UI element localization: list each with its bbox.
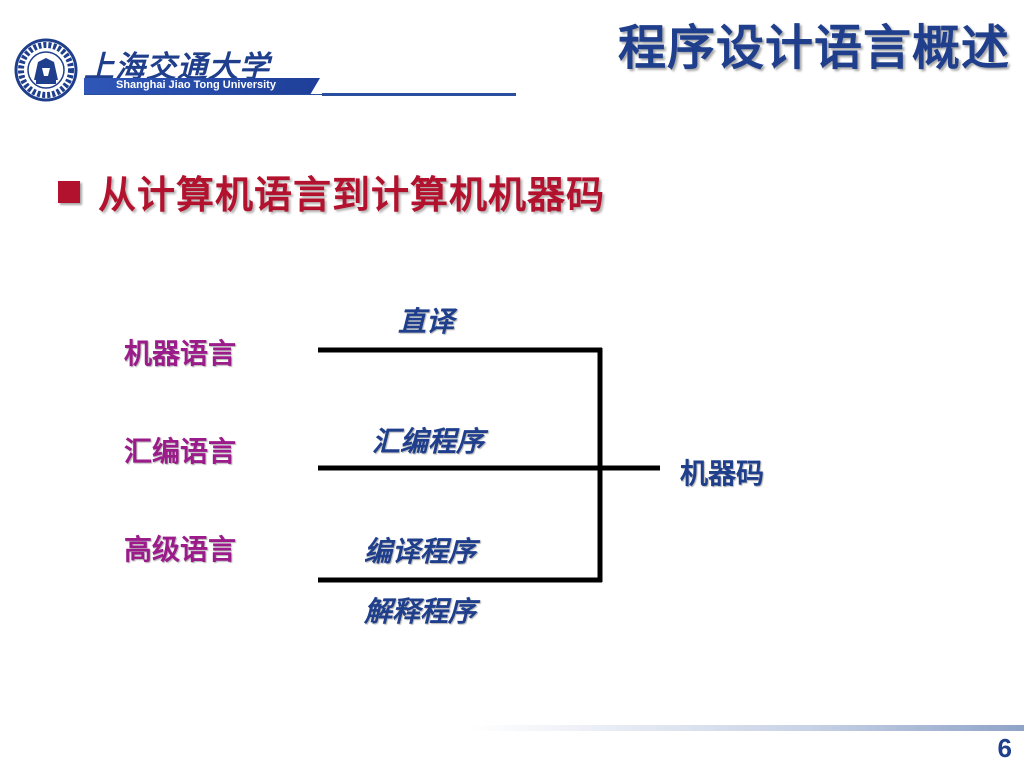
source-high-level-language: 高级语言 [124, 533, 237, 566]
university-name-bar [84, 78, 320, 94]
edge-label-compiler: 编译程序 [364, 535, 477, 568]
bullet-text: 从计算机语言到计算机机器码 [98, 173, 606, 217]
footer-bar [470, 725, 1024, 731]
page-title: 程序设计语言概述 [617, 20, 1010, 76]
source-assembly-language: 汇编语言 [124, 435, 237, 468]
target-machine-code: 机器码 [680, 457, 765, 490]
bullet-heading: 从计算机语言到计算机机器码 [58, 164, 605, 219]
edge-label-interpreter: 解释程序 [364, 595, 477, 628]
university-emblem-icon [14, 38, 78, 102]
edge-label-direct: 直译 [398, 305, 455, 338]
university-name-en: Shanghai Jiao Tong University [116, 79, 276, 91]
header-divider [84, 94, 516, 95]
edge-label-assembler: 汇编程序 [372, 425, 485, 458]
source-machine-language: 机器语言 [124, 337, 237, 370]
bullet-square-icon [58, 180, 80, 203]
page-number: 6 [997, 733, 1012, 763]
header-underline [322, 93, 516, 96]
